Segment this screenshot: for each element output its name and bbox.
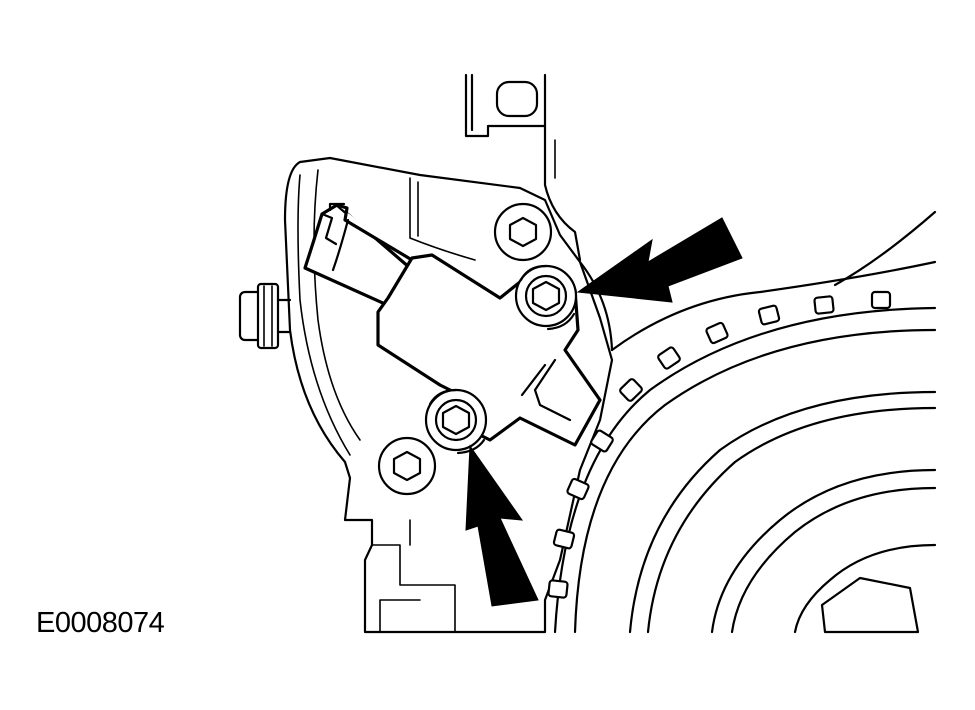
- upper-housing-bracket: [464, 73, 582, 262]
- sensor-bolt-upper: [514, 264, 578, 331]
- sensor-connector: [303, 202, 414, 306]
- figure-reference-id: E0008074: [36, 607, 165, 639]
- pointer-arrow-upper: [576, 217, 743, 303]
- reluctor-teeth: [547, 290, 892, 599]
- sensor-bolt-lower: [424, 388, 488, 455]
- engine-block-outline: [578, 210, 937, 352]
- plate-bolt-upper: [493, 202, 553, 262]
- plate-bolt-lower: [377, 436, 437, 496]
- mounting-stud: [238, 282, 292, 350]
- pointer-arrow-lower: [465, 444, 539, 607]
